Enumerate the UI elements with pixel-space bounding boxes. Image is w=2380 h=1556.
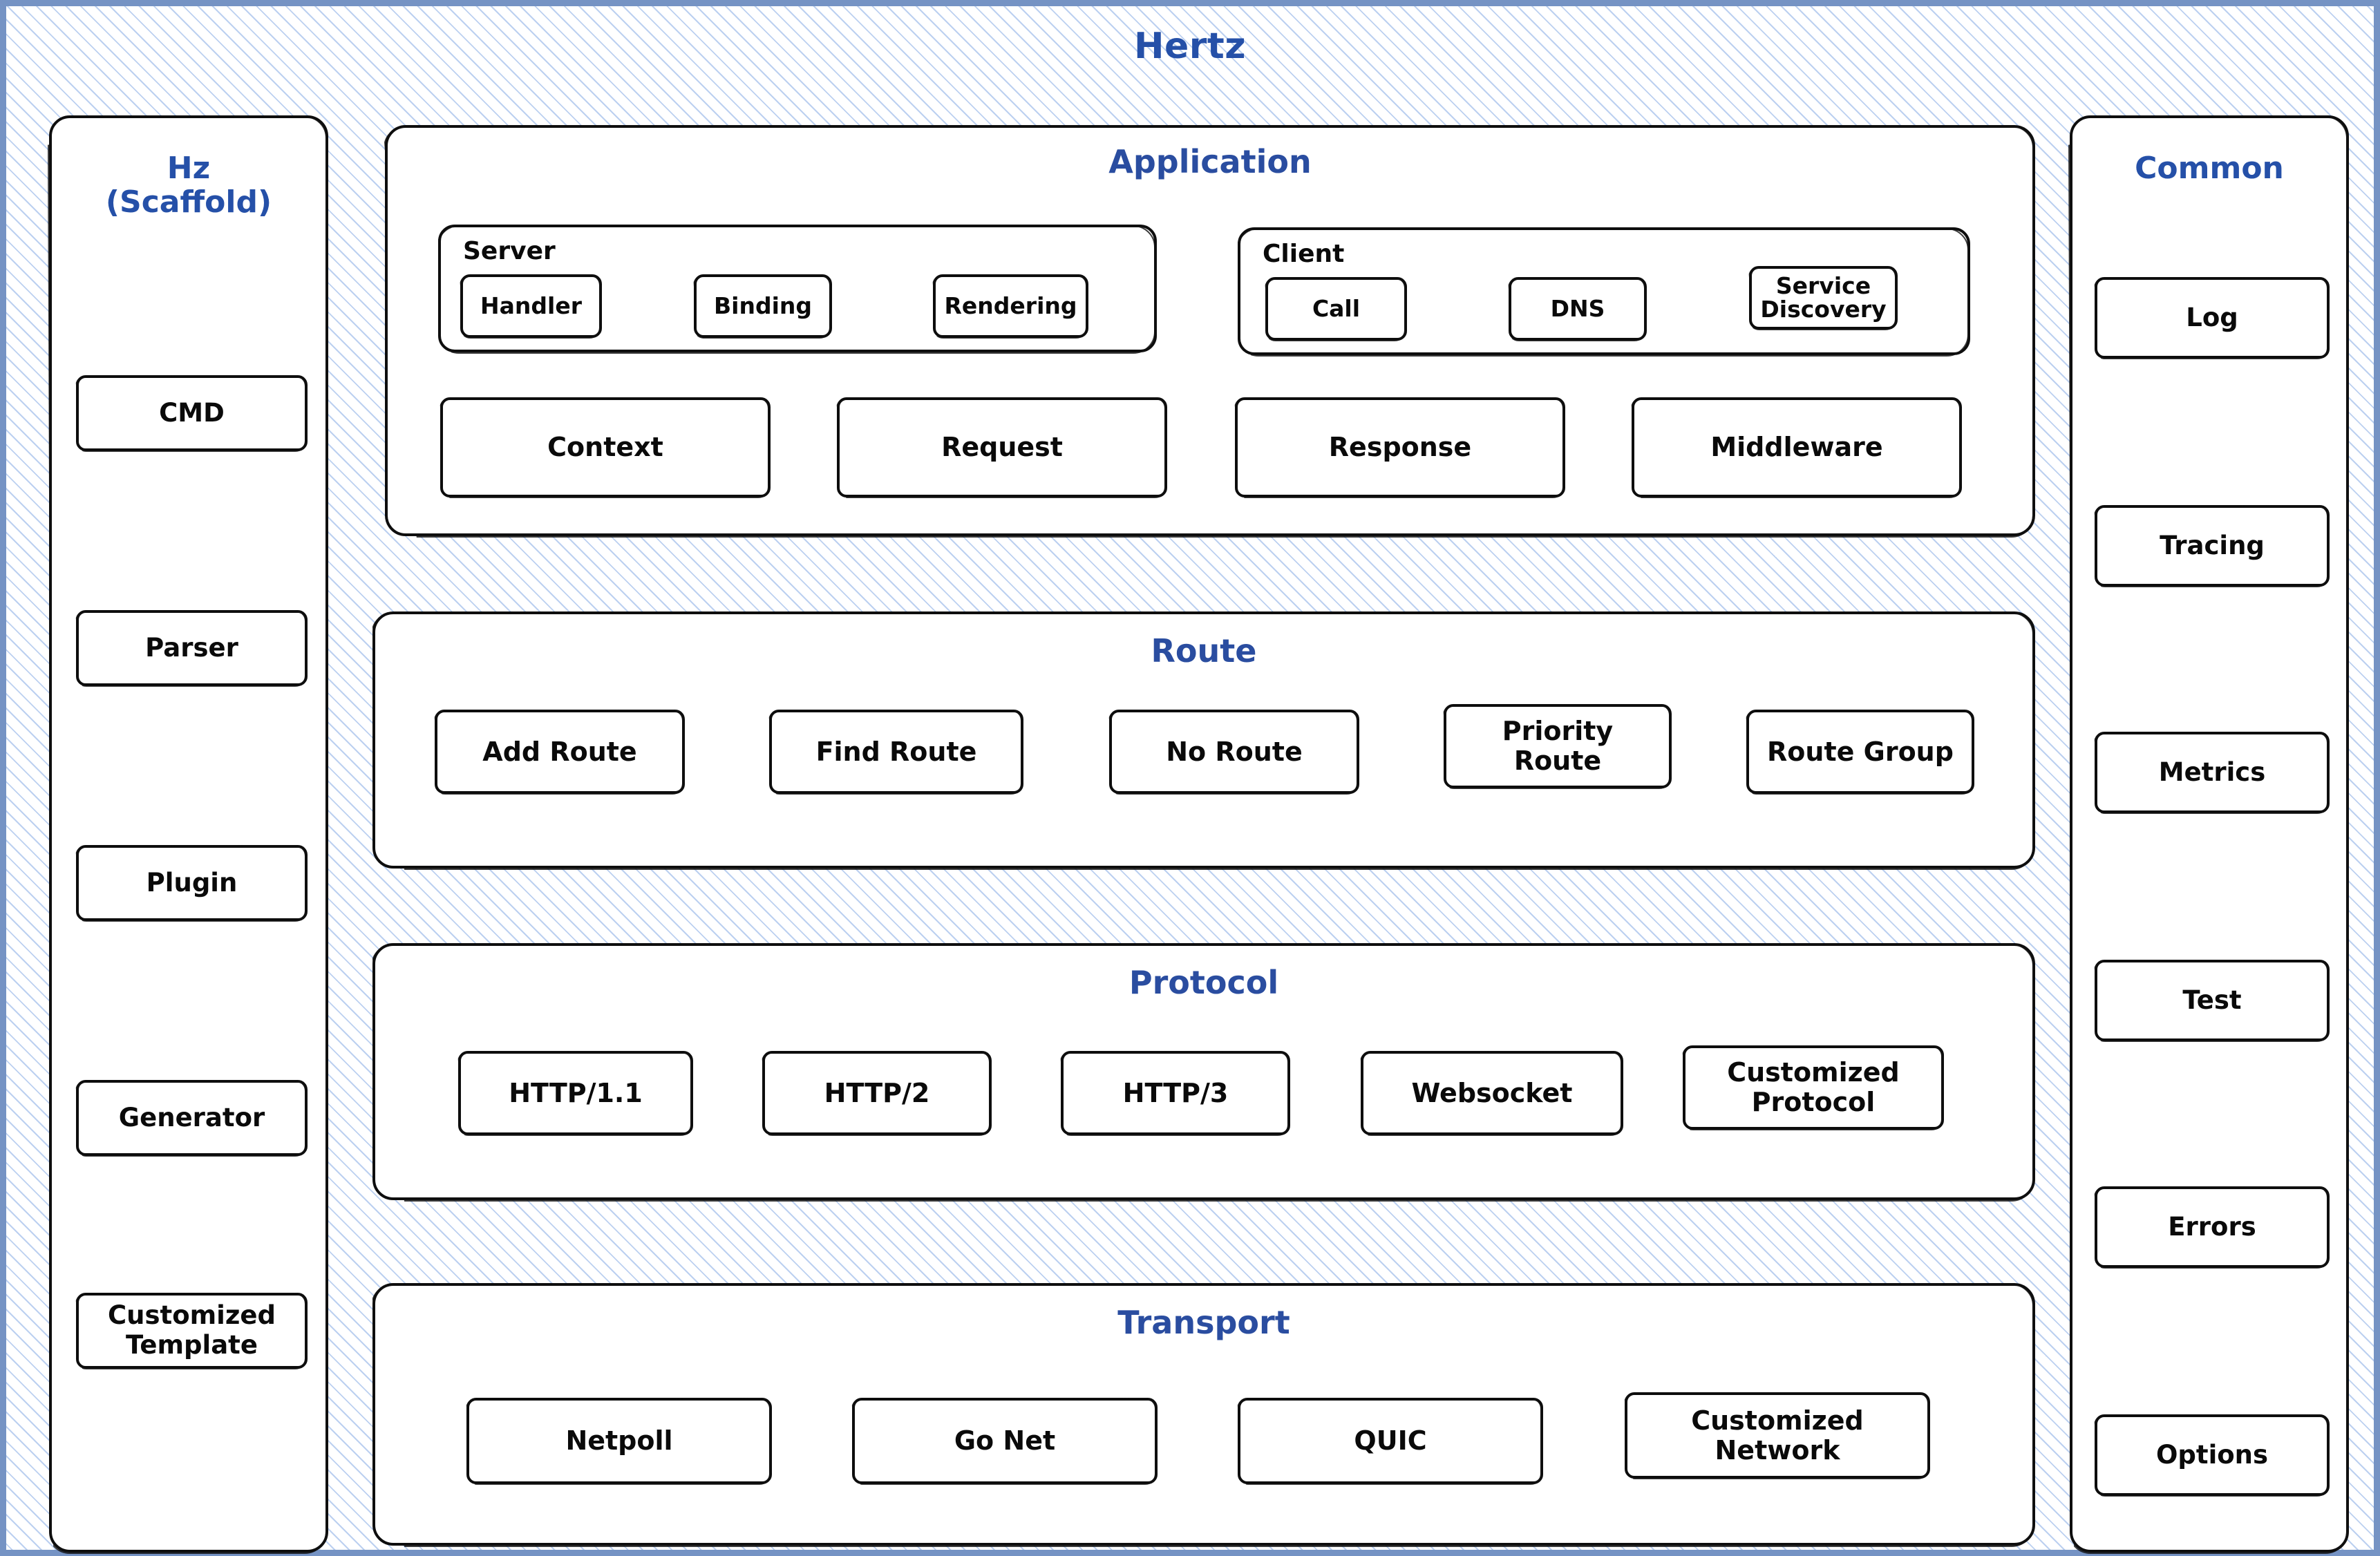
client-item-dns[interactable]: DNS (1509, 277, 1647, 341)
application-title: Application (1108, 143, 1312, 180)
common-title: Common (2135, 151, 2284, 186)
transport-item-customized-network[interactable]: Customized Network (1625, 1392, 1930, 1479)
hz-item-cmd[interactable]: CMD (76, 375, 308, 451)
transport-item-netpoll[interactable]: Netpoll (466, 1398, 772, 1484)
panel-application[interactable]: Application Server Handler Binding Rende… (385, 125, 2035, 536)
route-item-route-group[interactable]: Route Group (1746, 710, 1974, 794)
hz-scaffold-title: Hz (Scaffold) (52, 151, 325, 220)
common-item-metrics[interactable]: Metrics (2095, 732, 2330, 813)
transport-title: Transport (1117, 1304, 1290, 1341)
common-item-test[interactable]: Test (2095, 960, 2330, 1041)
application-item-context[interactable]: Context (440, 397, 771, 497)
hz-item-customized-template[interactable]: Customized Template (76, 1293, 308, 1369)
hz-item-parser[interactable]: Parser (76, 610, 308, 686)
route-item-find-route[interactable]: Find Route (769, 710, 1023, 794)
client-label: Client (1263, 240, 1345, 268)
server-label: Server (463, 237, 556, 265)
protocol-item-websocket[interactable]: Websocket (1361, 1051, 1623, 1135)
protocol-item-http11[interactable]: HTTP/1.1 (458, 1051, 693, 1135)
transport-item-go-net[interactable]: Go Net (852, 1398, 1158, 1484)
client-item-service-discovery[interactable]: Service Discovery (1749, 266, 1898, 330)
application-item-middleware[interactable]: Middleware (1632, 397, 1962, 497)
protocol-item-customized-protocol[interactable]: Customized Protocol (1683, 1045, 1944, 1130)
common-item-log[interactable]: Log (2095, 277, 2330, 359)
common-item-options[interactable]: Options (2095, 1414, 2330, 1496)
transport-item-quic[interactable]: QUIC (1238, 1398, 1543, 1484)
protocol-item-http2[interactable]: HTTP/2 (762, 1051, 992, 1135)
group-server[interactable]: Server Handler Binding Rendering (438, 225, 1157, 352)
route-item-add-route[interactable]: Add Route (435, 710, 685, 794)
common-item-tracing[interactable]: Tracing (2095, 505, 2330, 587)
common-item-errors[interactable]: Errors (2095, 1186, 2330, 1268)
server-item-handler[interactable]: Handler (460, 274, 602, 338)
protocol-title: Protocol (1128, 964, 1279, 1001)
application-item-response[interactable]: Response (1235, 397, 1565, 497)
group-client[interactable]: Client Call DNS Service Discovery (1238, 227, 1970, 355)
client-item-call[interactable]: Call (1265, 277, 1407, 341)
route-item-no-route[interactable]: No Route (1109, 710, 1359, 794)
protocol-item-http3[interactable]: HTTP/3 (1061, 1051, 1290, 1135)
server-item-binding[interactable]: Binding (694, 274, 832, 338)
panel-hz-scaffold[interactable]: Hz (Scaffold) CMD Parser Plugin Generato… (49, 115, 328, 1553)
hz-scaffold-title-line2: (Scaffold) (105, 184, 272, 220)
panel-common[interactable]: Common Log Tracing Metrics Test Errors O… (2070, 115, 2349, 1553)
route-title: Route (1151, 632, 1257, 670)
hz-item-generator[interactable]: Generator (76, 1080, 308, 1156)
panel-protocol[interactable]: Protocol HTTP/1.1 HTTP/2 HTTP/3 Websocke… (372, 943, 2035, 1200)
panel-route[interactable]: Route Add Route Find Route No Route Prio… (372, 611, 2035, 869)
route-item-priority-route[interactable]: Priority Route (1444, 704, 1672, 788)
hz-item-plugin[interactable]: Plugin (76, 845, 308, 921)
application-item-request[interactable]: Request (837, 397, 1167, 497)
server-item-rendering[interactable]: Rendering (933, 274, 1088, 338)
hz-scaffold-title-line1: Hz (167, 151, 211, 186)
panel-transport[interactable]: Transport Netpoll Go Net QUIC Customized… (372, 1283, 2035, 1546)
page-title: Hertz (1133, 26, 1247, 67)
